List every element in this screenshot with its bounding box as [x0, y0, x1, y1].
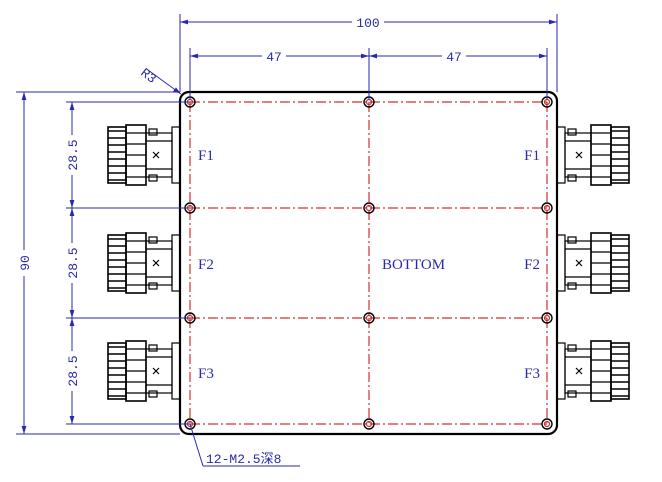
- corner-radius-text: R3: [138, 65, 160, 86]
- left-connectors: [107, 124, 181, 402]
- dim-pitch-mid-text: 28.5: [66, 247, 81, 278]
- mounting-hole: [541, 418, 553, 430]
- sma-connector: [107, 124, 181, 186]
- right-connectors: [556, 124, 630, 402]
- right-port-label-f1: F1: [524, 148, 540, 164]
- right-port-label-f2: F2: [524, 257, 540, 273]
- mounting-hole: [363, 418, 375, 430]
- hole-callout-text: 12-M2.5深8: [206, 452, 281, 467]
- mounting-hole: [541, 312, 553, 324]
- mounting-hole: [363, 202, 375, 214]
- sma-connector: [107, 232, 181, 294]
- mounting-hole: [541, 202, 553, 214]
- centerlines: [189, 101, 548, 425]
- dim-pitch-top-text: 28.5: [66, 139, 81, 170]
- right-port-label-f3: F3: [524, 366, 540, 382]
- hole-callout: 12-M2.5深8: [189, 423, 300, 467]
- left-port-label-f2: F2: [198, 257, 214, 273]
- sma-connector: [556, 124, 630, 186]
- dim-half-width-left-text: 47: [266, 50, 282, 65]
- corner-radius-callout: R3: [138, 65, 182, 95]
- sma-connector: [556, 232, 630, 294]
- dim-half-width-right-text: 47: [446, 50, 462, 65]
- left-port-label-f3: F3: [198, 366, 214, 382]
- left-port-label-f1: F1: [198, 148, 214, 164]
- mounting-hole: [363, 312, 375, 324]
- bottom-view-label: BOTTOM: [382, 257, 445, 273]
- sma-connector: [107, 340, 181, 402]
- dim-overall-height-text: 90: [18, 255, 33, 271]
- sma-connector: [556, 340, 630, 402]
- dim-pitch-bottom-text: 28.5: [66, 355, 81, 386]
- dim-overall-width-text: 100: [356, 16, 379, 31]
